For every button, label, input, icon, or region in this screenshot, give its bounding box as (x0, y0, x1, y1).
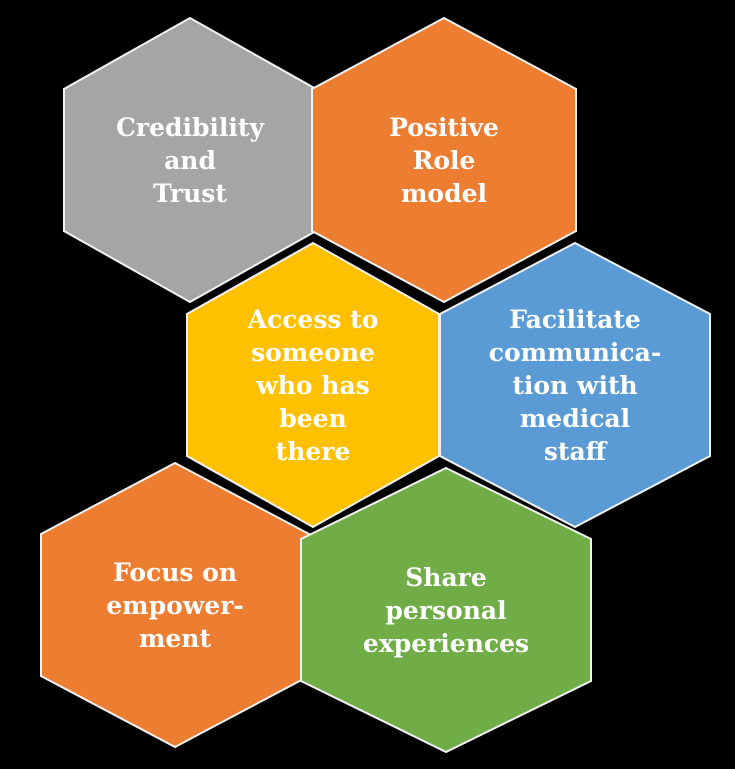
hexagon-label-line: and (164, 146, 216, 175)
hexagon-label-line: Access to (247, 305, 379, 334)
hexagon-label-line: tion with (512, 371, 637, 400)
hex-access-to-someone: Access to someone who has been there (186, 241, 440, 529)
hexagon-label-line: personal (385, 596, 506, 625)
hex-facilitate-communication: Facilitate communica-tion with medical staf… (439, 241, 711, 529)
hexagon-label-line: experiences (363, 629, 529, 658)
hexagon-label-line: been (279, 404, 346, 433)
hexagon-label-line: someone (251, 338, 375, 367)
hexagon-label-line: Credibility (116, 113, 265, 142)
hexagon-label-line: ment (139, 624, 212, 653)
hexagon-shape (439, 241, 711, 529)
hexagon-label-line: Role (413, 146, 476, 175)
hexagon-shape (300, 466, 592, 754)
hexagon-label-line: communica- (489, 338, 661, 367)
hexagon-label-line: Facilitate (509, 305, 641, 334)
hexagon-label-line: model (401, 179, 487, 208)
hexagon-label-line: Share (405, 563, 487, 592)
hexagon-label-line: there (276, 437, 351, 466)
hexagon-shape (311, 16, 577, 304)
hexagon-label-line: staff (544, 437, 608, 466)
hexagon-label-line: medical (520, 404, 630, 433)
hexagon-label-line: Positive (389, 113, 499, 142)
hexagon-label-line: who has (255, 371, 370, 400)
hex-focus-on-empowerment: Focus on empower-ment (40, 461, 310, 749)
hexagon-label-line: Trust (153, 179, 227, 208)
hexagon-label-line: Focus on (113, 558, 237, 587)
hex-share-experiences: Share personal experiences (300, 466, 592, 754)
hexagon-label-line: empower- (106, 591, 244, 620)
